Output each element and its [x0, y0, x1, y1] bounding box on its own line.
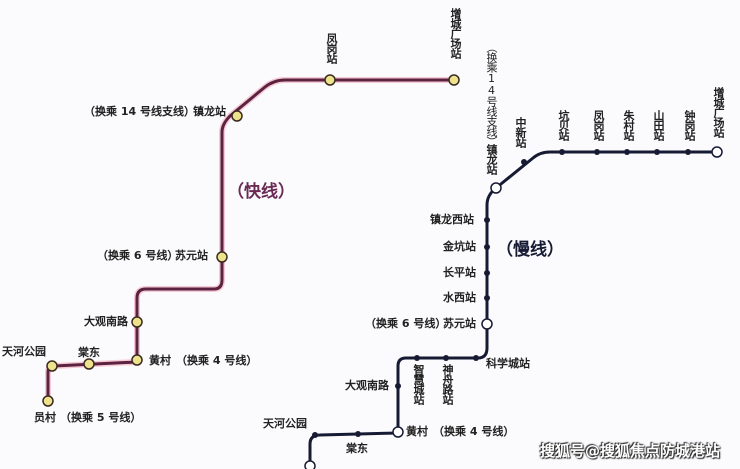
slow-station-suyuan	[481, 318, 493, 330]
slow-label-zhenlongxi: 镇龙西站	[430, 213, 474, 226]
slow-label-shenzhoulu: 神舟路站	[441, 364, 454, 404]
slow-line-title: （慢线）	[496, 240, 564, 260]
slow-label-kexuecheng: 科学城站	[486, 357, 530, 370]
slow-label-zhonggang: 钟岗站	[683, 110, 696, 140]
fast-label-zengcheng: 增城广场站	[449, 8, 462, 58]
slow-station-kexuecheng	[473, 355, 479, 361]
fast-station-zengcheng	[448, 74, 460, 86]
slow-station-changping	[484, 270, 490, 276]
fast-label-tianhegongyuan: 天河公园	[2, 345, 46, 358]
fast-label-huangcun: 黄村	[149, 354, 171, 367]
slow-label-tianhegongyuan: 天河公园	[263, 417, 307, 430]
slow-station-zengcheng	[711, 146, 723, 158]
slow-station-zhucun	[624, 149, 630, 155]
slow-label-zhongxin: 中新站	[514, 117, 527, 147]
fast-station-suyuan	[216, 251, 228, 263]
slow-label-suyuan: 苏元站	[443, 317, 476, 330]
slow-station-zhonggang	[685, 149, 691, 155]
slow-label-kengbei: 坑贝站	[557, 110, 570, 140]
slow-station-zhihuicheng	[414, 355, 420, 361]
slow-station-zhongxin	[521, 159, 527, 165]
fast-label-suyuan-note: （换乘 6 号线）	[97, 249, 179, 262]
fast-label-huangcun-note: （换乘 4 号线）	[176, 354, 258, 367]
slow-station-jinkeng	[484, 244, 490, 250]
fast-station-tangdong	[83, 358, 95, 370]
slow-label-zengcheng: 增城广场站	[712, 87, 725, 137]
fast-label-yuancun: 员村	[34, 411, 56, 424]
slow-label-zhihuicheng: 智慧城站	[412, 364, 425, 404]
fast-label-fenggang: 凤岗站	[325, 33, 338, 63]
slow-label-huangcun-note: （换乘 4 号线）	[433, 425, 515, 438]
fast-label-yuancun-note: （换乘 5 号线）	[60, 411, 142, 424]
fast-line-track-core	[46, 78, 454, 401]
slow-label-changping: 长平站	[443, 266, 476, 279]
slow-station-huangcun	[392, 426, 404, 438]
slow-label-jinkeng: 金坑站	[443, 240, 476, 253]
slow-station-kengbei	[559, 149, 565, 155]
fast-label-tangdong: 棠东	[78, 346, 100, 359]
fast-line-title: （快线）	[227, 182, 295, 202]
fast-label-suyuan: 苏元站	[175, 249, 208, 262]
slow-station-tangdong	[355, 431, 361, 437]
slow-label-zhucun: 朱村站	[622, 110, 635, 140]
fast-station-huangcun	[131, 354, 143, 366]
slow-label-shuixi: 水西站	[443, 291, 476, 304]
fast-station-daguannanlu	[131, 316, 143, 328]
slow-station-yuancun	[304, 460, 316, 469]
slow-station-fenggang	[594, 149, 600, 155]
slow-line-track	[308, 150, 717, 469]
fast-label-zhenlong: 镇龙站	[193, 105, 226, 118]
slow-label-daguannanlu: 大观南路	[345, 379, 389, 392]
slow-station-shuixi	[484, 295, 490, 301]
fast-station-fenggang	[324, 74, 336, 86]
slow-label-zhenlong: 镇龙站	[485, 144, 498, 174]
slow-station-daguannanlu	[395, 383, 401, 389]
slow-station-zhenlongxi	[484, 217, 490, 223]
slow-label-zhenlong-note: （换乘14号线支线）	[485, 42, 498, 146]
slow-label-tangdong: 棠东	[346, 442, 368, 455]
watermark: 搜狐号@搜狐焦点防城港站	[540, 442, 721, 460]
slow-label-shantian: 山田站	[652, 110, 665, 140]
slow-station-shantian	[654, 149, 660, 155]
slow-label-fenggang: 凤岗站	[592, 110, 605, 140]
slow-station-zhenlong	[490, 182, 502, 194]
fast-station-yuancun	[42, 395, 54, 407]
slow-label-huangcun: 黄村	[406, 425, 428, 438]
slow-station-shenzhoulu	[443, 355, 449, 361]
fast-station-zhenlong	[231, 110, 243, 122]
fast-line-track	[45, 77, 454, 401]
fast-station-tianhegongyuan	[46, 360, 58, 372]
slow-station-tianhegongyuan	[312, 432, 318, 438]
fast-label-daguannanlu: 大观南路	[84, 315, 128, 328]
fast-label-zhenlong-note: （换乘 14 号线支线）	[84, 105, 195, 118]
slow-label-suyuan-note: （换乘 6 号线）	[365, 317, 447, 330]
